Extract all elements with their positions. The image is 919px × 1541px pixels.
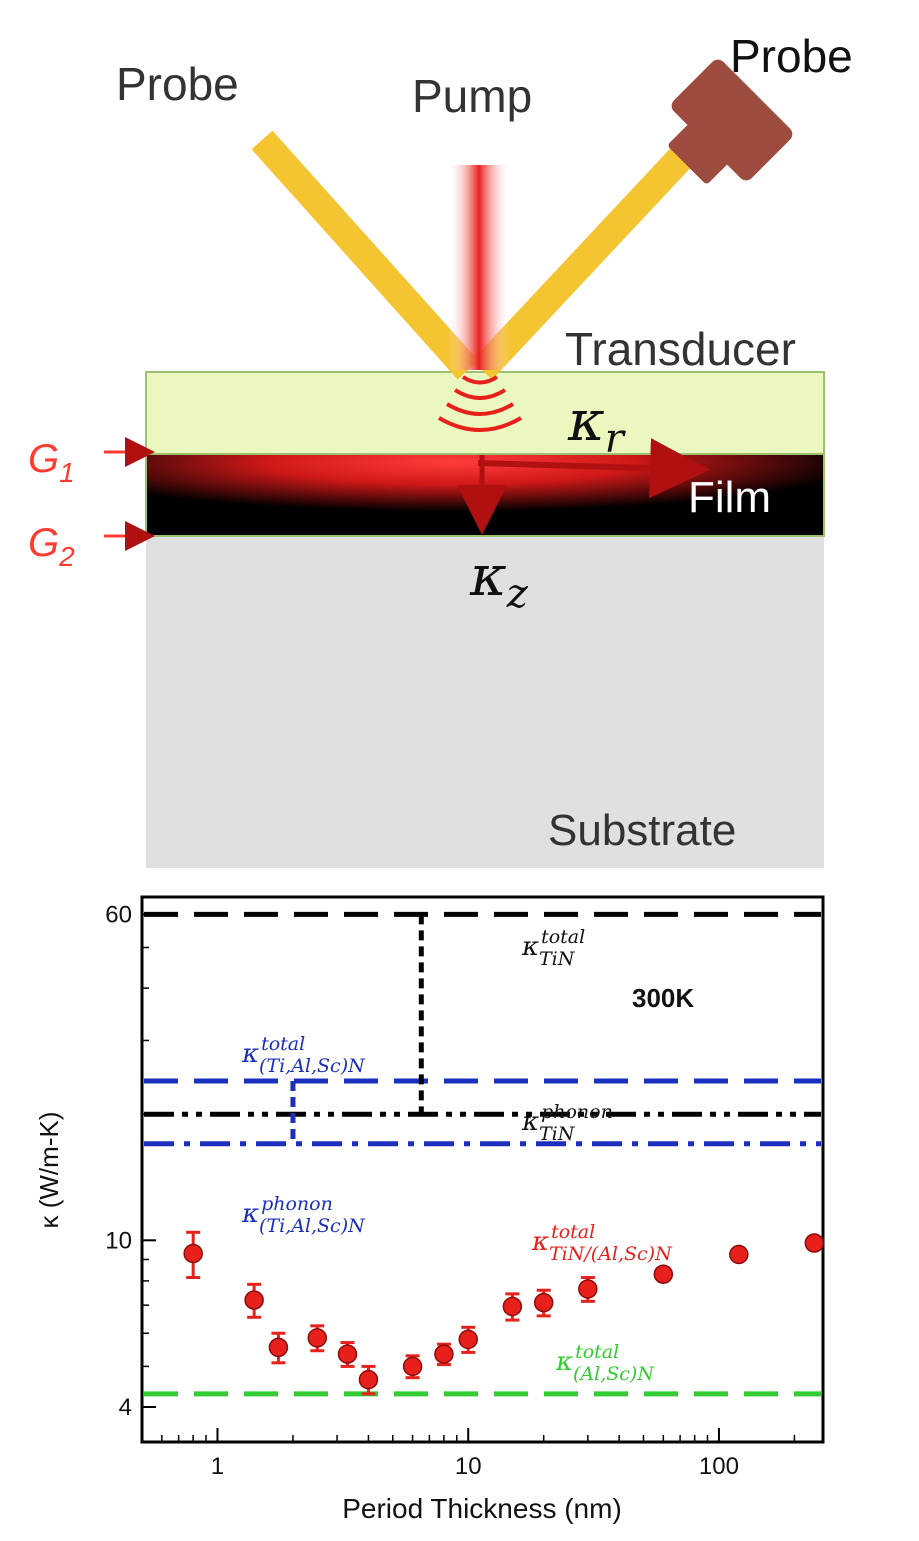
y-axis-title: κ (W/m-K) <box>34 1112 64 1229</box>
kappa-r-label: κr <box>567 389 627 462</box>
x-tick-label: 100 <box>699 1453 739 1480</box>
schematic: Probe Pump Probe Transducer Film Substra… <box>28 30 853 868</box>
substrate-label: Substrate <box>548 806 736 855</box>
probe-left-label: Probe <box>116 58 239 110</box>
data-point <box>804 1233 825 1253</box>
data-point <box>434 1344 454 1364</box>
data-point <box>578 1279 598 1299</box>
data-point <box>268 1337 289 1358</box>
data-point <box>533 1292 554 1313</box>
plot-frame <box>140 895 825 1444</box>
heat-wave-icon <box>437 375 523 432</box>
axis-ticks: 1 10 100 4 10 60 <box>105 901 796 1480</box>
data-point <box>244 1290 264 1310</box>
pump-label: Pump <box>412 70 532 122</box>
x-tick-label: 1 <box>211 1453 224 1480</box>
data-point <box>337 1344 358 1364</box>
reference-lines <box>144 911 821 1397</box>
data-point <box>653 1264 674 1284</box>
data-point <box>402 1356 423 1377</box>
y-tick-label: 10 <box>105 1227 132 1254</box>
data-point <box>358 1369 379 1390</box>
g1-label: G1 <box>28 437 75 488</box>
pump-beam <box>448 165 510 370</box>
transducer-label: Transducer <box>565 323 796 375</box>
kappa-r-arrow <box>477 438 710 499</box>
data-point <box>502 1296 523 1317</box>
data-point <box>183 1243 203 1264</box>
data-point <box>729 1244 749 1265</box>
probe-beam-right <box>471 140 699 380</box>
x-tick-label: 10 <box>455 1453 482 1480</box>
y-tick-label: 4 <box>119 1394 132 1421</box>
chart: 1 10 100 4 10 60 300K Period Thickness (nm) κ… <box>34 895 825 1524</box>
probe-beam-left <box>251 130 479 380</box>
data-points <box>183 1230 825 1396</box>
probe-right-label: Probe <box>730 30 853 82</box>
film-label: Film <box>688 473 771 522</box>
data-point <box>307 1328 328 1348</box>
kappa-z-label: κz <box>469 544 529 617</box>
substrate-layer <box>146 536 824 868</box>
g2-label: G2 <box>28 521 75 572</box>
x-axis-title: Period Thickness (nm) <box>342 1493 622 1524</box>
probe-detector-icon <box>668 59 793 184</box>
data-point <box>458 1329 478 1350</box>
temperature-label: 300K <box>632 983 694 1013</box>
y-tick-label: 60 <box>105 901 132 928</box>
